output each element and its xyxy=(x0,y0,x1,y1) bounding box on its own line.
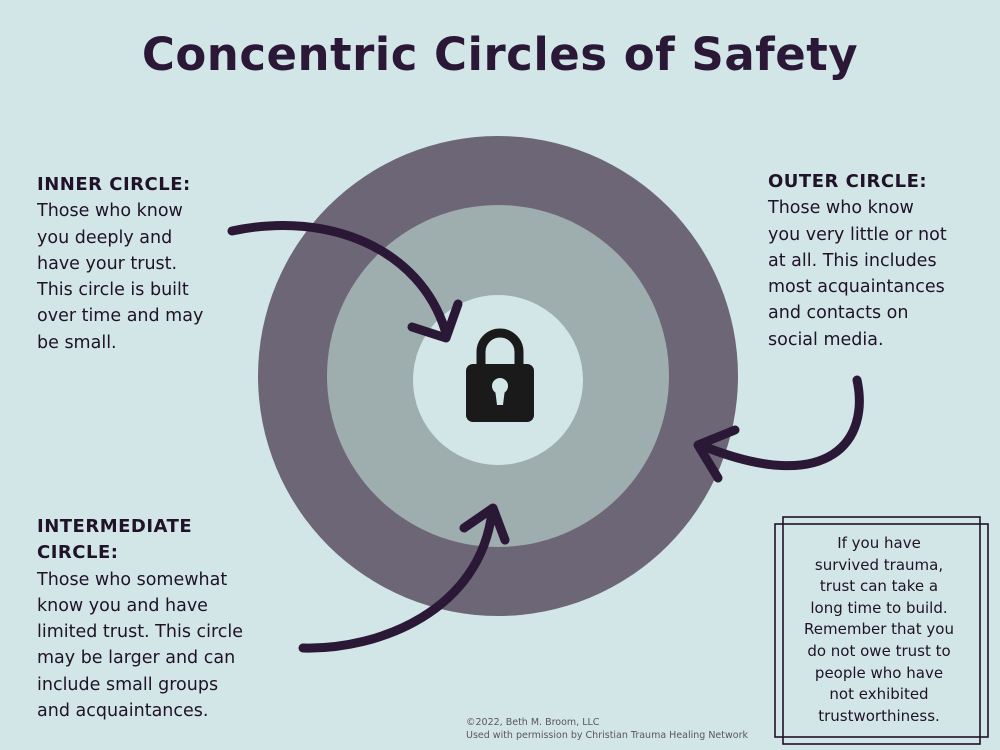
padlock-icon xyxy=(466,328,534,422)
inner-circle-text: Those who know you deeply and have your … xyxy=(37,201,204,353)
arrow-to-intermediate-circle xyxy=(298,503,510,653)
arrow-to-inner-circle xyxy=(227,220,463,343)
outer-circle-heading: OUTER CIRCLE: xyxy=(768,171,928,192)
trauma-note: If you have survived trauma, trust can t… xyxy=(804,534,954,725)
inner-circle-heading: INNER CIRCLE: xyxy=(37,174,191,195)
copyright-footer: ©2022, Beth M. Broom, LLC Used with perm… xyxy=(466,717,748,741)
note-frame xyxy=(774,516,989,745)
intermediate-circle-text: Those who somewhat know you and have lim… xyxy=(37,569,244,722)
intermediate-circle-heading: INTERMEDIATE CIRCLE: xyxy=(37,516,193,564)
intermediate-circle-description: INTERMEDIATE CIRCLE: Those who somewhat … xyxy=(37,514,287,724)
inner-circle-description: INNER CIRCLE: Those who know you deeply … xyxy=(37,172,267,356)
outer-circle-description: OUTER CIRCLE: Those who know you very li… xyxy=(768,169,993,353)
outer-circle-text: Those who know you very little or not at… xyxy=(768,198,947,350)
arrow-to-outer-circle xyxy=(693,375,864,483)
page-title: Concentric Circles of Safety xyxy=(141,28,859,81)
